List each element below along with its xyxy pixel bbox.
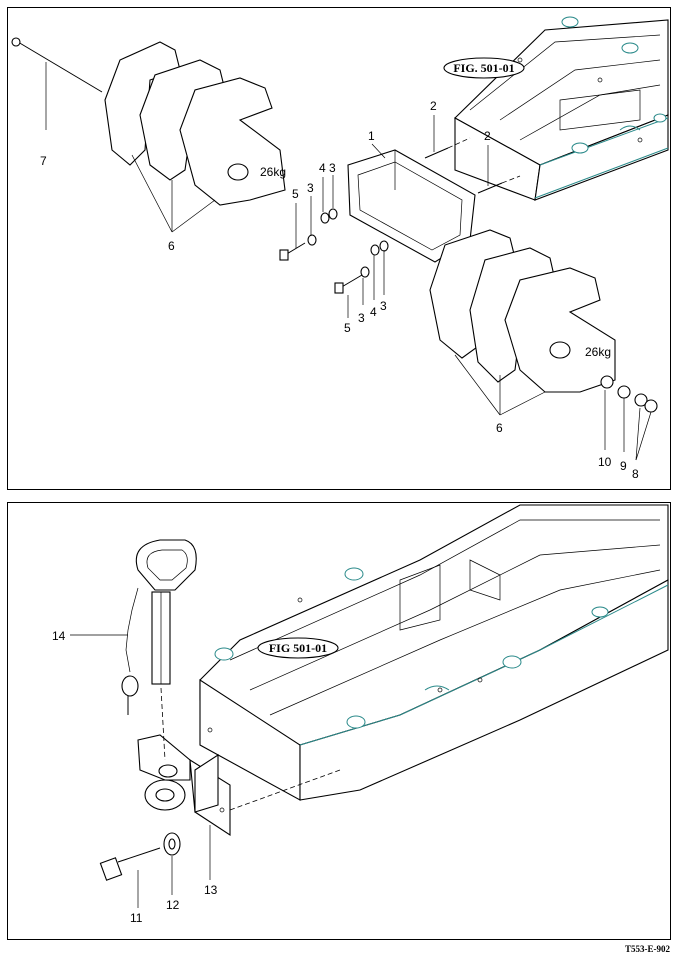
tractor-frame-top [454, 16, 669, 201]
exploded-view-hitch [7, 502, 671, 940]
callout-10: 10 [598, 455, 612, 469]
figure-reference-top-text: FIG. 501-01 [453, 61, 514, 75]
washer-part-12 [163, 832, 181, 856]
bolt-part-11 [99, 847, 161, 881]
callout-3-b: 3 [329, 161, 336, 175]
callout-8: 8 [632, 467, 639, 481]
callout-9: 9 [620, 459, 627, 473]
callout-3-a: 3 [307, 181, 314, 195]
figure-reference-bottom: FIG 501-01 [257, 637, 339, 659]
callout-3-d: 3 [380, 299, 387, 313]
callout-12: 12 [166, 898, 180, 912]
bolt-assembly-upper [279, 208, 338, 261]
callout-6-left: 6 [168, 239, 175, 253]
bolt-assembly-lower [334, 240, 389, 294]
weight-stack-left: 26kg [104, 41, 286, 206]
callout-2-lower: 2 [484, 129, 491, 143]
drawing-reference-code: T553-E-902 [625, 944, 670, 954]
callout-5-upper: 5 [292, 187, 299, 201]
leader-lines-bottom [70, 634, 211, 908]
lynch-pin-part-14 [121, 539, 197, 715]
tractor-frame-bottom [199, 504, 669, 801]
figure-reference-bottom-text: FIG 501-01 [269, 641, 327, 655]
weight-stack-right: 26kg [429, 229, 616, 393]
callout-1: 1 [368, 129, 375, 143]
callouts-top: 7 6 1 2 2 5 3 4 3 5 3 4 3 6 10 9 8 [40, 99, 639, 481]
long-bolt-part-7 [11, 37, 103, 93]
leader-lines-top [45, 62, 652, 461]
callout-4-upper: 4 [319, 161, 326, 175]
weight-marking-right: 26kg [585, 345, 611, 359]
callout-2-upper: 2 [430, 99, 437, 113]
callouts-bottom: 14 11 12 13 [52, 629, 218, 925]
pins-part-2 [424, 137, 521, 194]
callout-4-lower: 4 [370, 305, 377, 319]
callout-14: 14 [52, 629, 66, 643]
figure-reference-top: FIG. 501-01 [443, 57, 525, 79]
callout-5-lower: 5 [344, 321, 351, 335]
fasteners-8-9-10 [600, 375, 658, 413]
weight-marking-left: 26kg [260, 165, 286, 179]
callout-11: 11 [130, 911, 143, 925]
hitch-bracket-part-13 [137, 734, 231, 837]
alignment-lines [160, 687, 341, 811]
callout-13: 13 [204, 883, 218, 897]
callout-7: 7 [40, 154, 47, 168]
callout-6-right: 6 [496, 421, 503, 435]
callout-3-c: 3 [358, 311, 365, 325]
